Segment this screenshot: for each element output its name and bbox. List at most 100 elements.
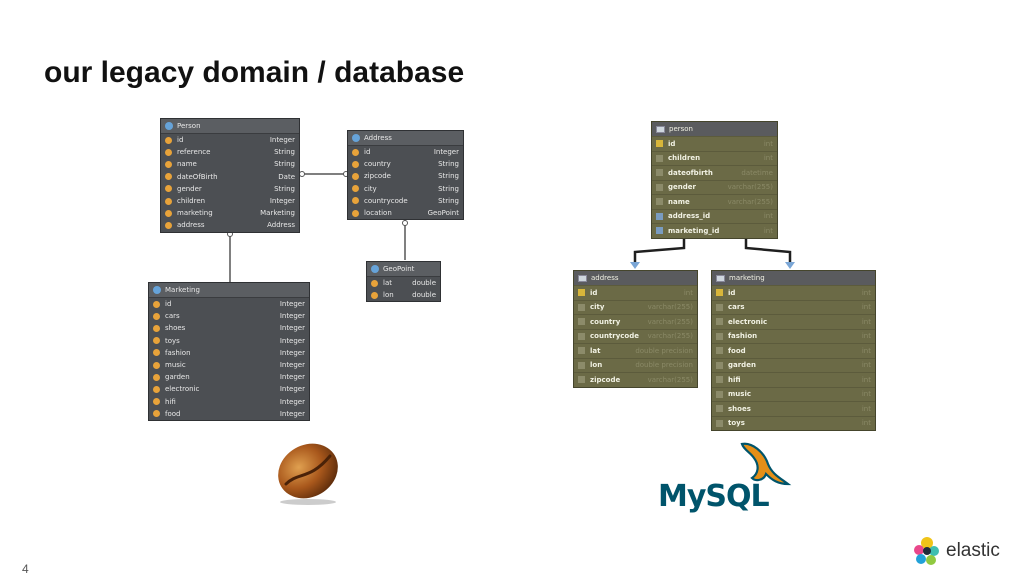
column-name: lon: [590, 361, 603, 370]
table-icon: [578, 274, 587, 282]
field-type: Address: [267, 221, 295, 230]
field-name: cars: [165, 312, 180, 321]
field-icon: [371, 279, 378, 287]
field-type: String: [438, 196, 459, 205]
column-icon: [716, 405, 723, 413]
field-name: marketing: [177, 209, 213, 218]
column-icon: [656, 169, 663, 177]
field-type: String: [438, 160, 459, 169]
column-icon: [578, 347, 585, 355]
table-icon: [656, 125, 665, 133]
column-type: int: [763, 139, 773, 148]
field-name: lat: [383, 279, 392, 288]
field-type: String: [274, 160, 295, 169]
class-icon: [371, 265, 379, 273]
entity-name: Person: [177, 122, 201, 130]
column-name: marketing_id: [668, 226, 720, 235]
field-type: Integer: [279, 361, 305, 370]
column-type: datetime: [741, 168, 773, 177]
column-type: int: [861, 317, 871, 326]
field-name: country: [364, 160, 391, 169]
column-name: food: [728, 346, 746, 355]
column-icon: [716, 419, 723, 427]
field-name: toys: [165, 336, 180, 345]
primary-key-icon: [716, 289, 723, 297]
column-icon: [578, 303, 585, 311]
field-type: String: [438, 184, 459, 193]
column-icon: [578, 376, 585, 384]
primary-key-icon: [656, 140, 663, 148]
field-icon: [352, 172, 359, 180]
field-type: Integer: [279, 324, 305, 333]
field-type: Integer: [279, 397, 305, 406]
column-name: address_id: [668, 212, 711, 221]
field-icon: [153, 300, 160, 308]
field-name: location: [364, 209, 392, 218]
entity-field-row[interactable]: country String: [348, 158, 463, 170]
column-name: gender: [668, 183, 696, 192]
column-icon: [716, 347, 723, 355]
field-icon: [165, 209, 172, 217]
slide-title: our legacy domain / database: [44, 56, 465, 89]
